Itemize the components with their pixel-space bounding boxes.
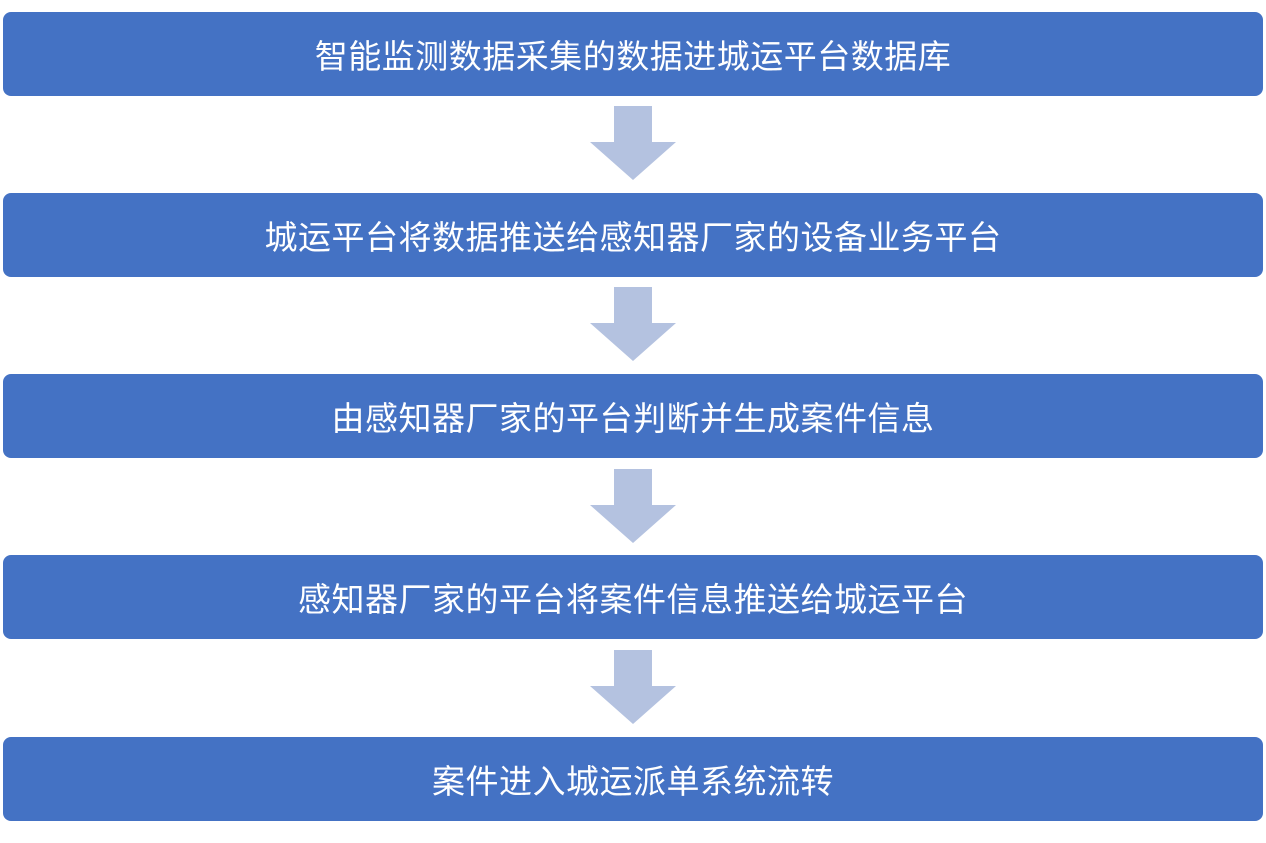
step-5-box: 案件进入城运派单系统流转: [3, 737, 1263, 821]
step-4-box: 感知器厂家的平台将案件信息推送给城运平台: [3, 555, 1263, 639]
step-5-label: 案件进入城运派单系统流转: [432, 762, 834, 801]
down-arrow-icon: [590, 106, 676, 180]
step-4-label: 感知器厂家的平台将案件信息推送给城运平台: [298, 580, 968, 619]
down-arrow-icon: [590, 469, 676, 543]
step-3-label: 由感知器厂家的平台判断并生成案件信息: [331, 399, 935, 438]
step-1-label: 智能监测数据采集的数据进城运平台数据库: [314, 37, 952, 76]
down-arrow-icon: [590, 287, 676, 361]
step-3-box: 由感知器厂家的平台判断并生成案件信息: [3, 374, 1263, 458]
step-2-label: 城运平台将数据推送给感知器厂家的设备业务平台: [264, 218, 1002, 257]
down-arrow-icon: [590, 650, 676, 724]
step-2-box: 城运平台将数据推送给感知器厂家的设备业务平台: [3, 193, 1263, 277]
step-1-box: 智能监测数据采集的数据进城运平台数据库: [3, 12, 1263, 96]
